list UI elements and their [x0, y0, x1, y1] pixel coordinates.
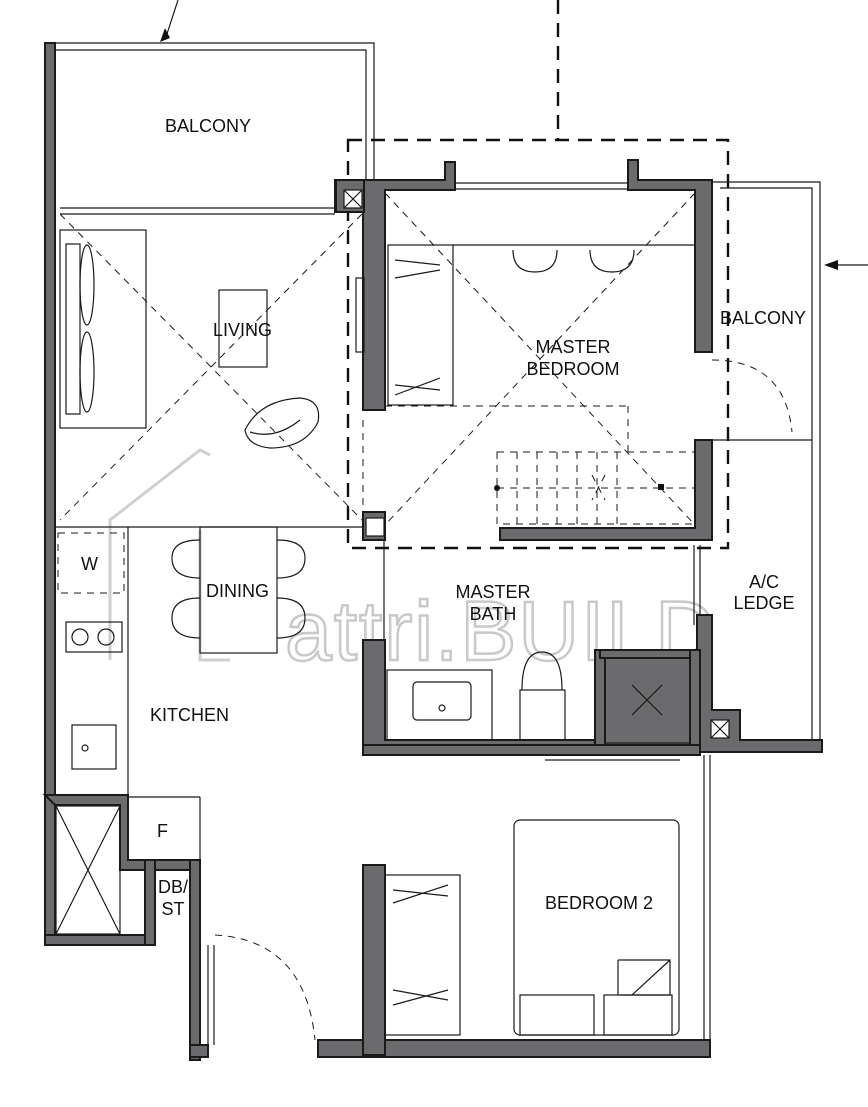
room-labels: BALCONY LIVING MASTER BEDROOM BALCONY DI… — [81, 116, 806, 919]
showers — [55, 657, 691, 935]
void-outline — [346, 0, 730, 550]
kitchen-label: KITCHEN — [150, 705, 229, 725]
entry-arrows — [160, 0, 868, 270]
balcony-master-label: BALCONY — [720, 308, 806, 328]
master-bath-fixtures — [386, 651, 566, 741]
watermark: attri.BUILD — [108, 448, 717, 679]
wardrobe-master — [387, 244, 454, 406]
dining-set — [171, 526, 306, 654]
dbst-label-1: DB/ — [158, 877, 188, 897]
staircase — [494, 451, 696, 525]
kitchen-counter — [57, 532, 125, 770]
bedroom2-label: BEDROOM 2 — [545, 893, 653, 913]
sofa — [59, 229, 147, 429]
doors — [207, 359, 812, 1045]
master-bedroom-label-1: MASTER — [535, 337, 610, 357]
fridge-label: F — [157, 821, 168, 841]
shafts — [343, 189, 730, 739]
washer-label: W — [81, 554, 98, 574]
master-bath-label-1: MASTER — [455, 582, 530, 602]
ac-ledge-label-2: LEDGE — [733, 593, 794, 613]
dbst-label-2: ST — [161, 899, 184, 919]
balcony-living-label: BALCONY — [165, 116, 251, 136]
vanity-stools — [453, 244, 695, 273]
armchair — [244, 397, 320, 449]
ac-ledge-label-1: A/C — [749, 572, 779, 592]
dining-label: DINING — [206, 581, 269, 601]
living-label: LIVING — [213, 320, 272, 340]
wardrobe-bedroom2 — [384, 874, 461, 1036]
coffee-table — [218, 289, 268, 368]
bed — [513, 819, 680, 1036]
window-ledge — [355, 277, 365, 353]
outline-lines — [55, 42, 821, 1040]
master-bedroom-label-2: BEDROOM — [526, 359, 619, 379]
master-bath-label-2: BATH — [470, 604, 517, 624]
